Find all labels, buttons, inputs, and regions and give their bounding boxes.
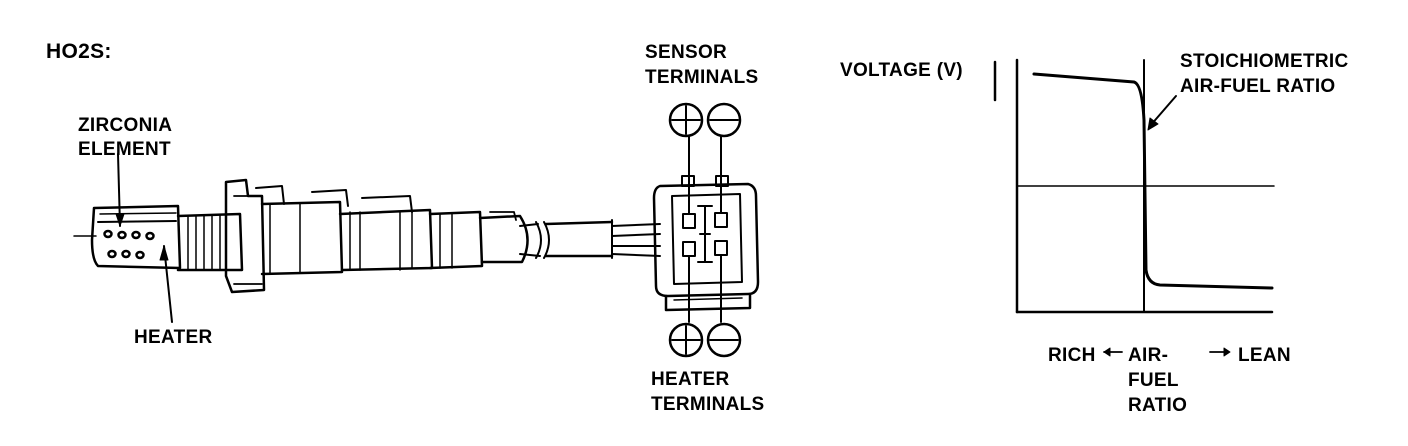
- stoich-label-line2: AIR-FUEL RATIO: [1180, 76, 1336, 97]
- sensor-terminals-label-line2: TERMINALS: [645, 67, 759, 88]
- heater-negative-terminal-icon: [706, 322, 742, 358]
- page-title: HO2S:: [46, 40, 112, 63]
- voltage-axis-label: VOLTAGE (V): [840, 60, 963, 81]
- lean-label: LEAN: [1238, 345, 1291, 366]
- zirconia-label-line1: ZIRCONIA: [78, 115, 173, 136]
- zirconia-label-line2: ELEMENT: [78, 139, 171, 160]
- air-fuel-ratio-label-line2: FUEL: [1128, 370, 1179, 391]
- heater-label: HEATER: [134, 327, 213, 348]
- sensor-terminals-label-line1: SENSOR: [645, 42, 728, 63]
- lean-arrow-icon: [1209, 347, 1231, 357]
- heater-positive-terminal-icon: [668, 322, 704, 358]
- stoich-label-line1: STOICHIOMETRIC: [1180, 51, 1349, 72]
- heater-terminals-label-line1: HEATER: [651, 369, 730, 390]
- oxygen-sensor-drawing: [73, 153, 661, 323]
- rich-arrow-icon: [1103, 347, 1123, 357]
- voltage-curve: [1032, 72, 1274, 290]
- heater-terminals-label-line2: TERMINALS: [651, 394, 765, 415]
- voltage-graph: [993, 58, 1275, 314]
- air-fuel-ratio-label-line3: RATIO: [1128, 395, 1188, 416]
- sensor-negative-terminal-icon: [706, 102, 742, 138]
- sensor-positive-terminal-icon: [668, 102, 704, 138]
- connector-drawing: [652, 135, 760, 323]
- air-fuel-ratio-label-line1: AIR-: [1128, 345, 1169, 366]
- rich-label: RICH: [1048, 345, 1096, 366]
